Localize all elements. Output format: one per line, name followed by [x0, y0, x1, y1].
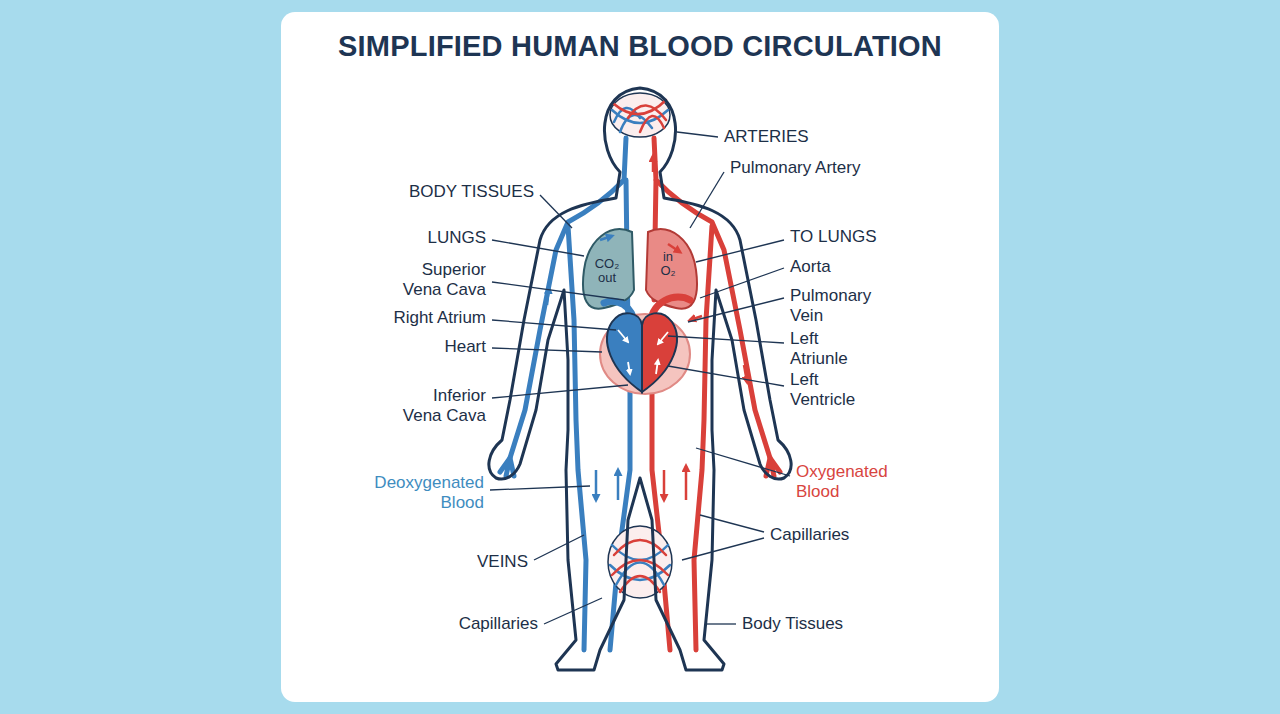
heart-left-side	[642, 313, 677, 392]
heart-right-side	[607, 313, 642, 392]
part-label: Aorta	[790, 257, 831, 277]
part-label: Oxygenated Blood	[796, 462, 906, 501]
part-label: Pulmonary Artery	[730, 158, 860, 178]
lung-gas-label: in O₂	[655, 250, 681, 279]
diagram-title: SIMPLIFIED HUMAN BLOOD CIRCULATION	[281, 30, 999, 63]
part-label: VEINS	[477, 552, 528, 572]
part-label: Heart	[444, 337, 486, 357]
part-label: Left Atriunle	[790, 329, 865, 368]
part-label: Pulmonary Vein	[790, 286, 890, 325]
part-label: Right Atrium	[393, 308, 486, 328]
leg-capillaries	[608, 526, 672, 598]
part-label: Deoxygenated Blood	[354, 473, 484, 512]
leader-lines	[490, 132, 790, 624]
part-label: BODY TISSUES	[409, 182, 534, 202]
part-label: Left Ventricle	[790, 370, 870, 409]
part-label: Inferior Vena Cava	[396, 386, 486, 425]
part-label: TO LUNGS	[790, 227, 877, 247]
part-label: ARTERIES	[724, 127, 809, 147]
part-label: Capillaries	[770, 525, 849, 545]
left-lung	[583, 229, 634, 309]
flow-arrows	[547, 156, 747, 500]
part-label: Superior Vena Cava	[396, 260, 486, 299]
heart-flow-arrows	[618, 330, 668, 374]
lung-gas-label: CO₂ out	[590, 257, 624, 286]
part-label: LUNGS	[427, 228, 486, 248]
pericardium	[600, 314, 690, 394]
part-label: Body Tissues	[742, 614, 843, 634]
head-capillaries	[610, 93, 670, 137]
part-label: Capillaries	[459, 614, 538, 634]
